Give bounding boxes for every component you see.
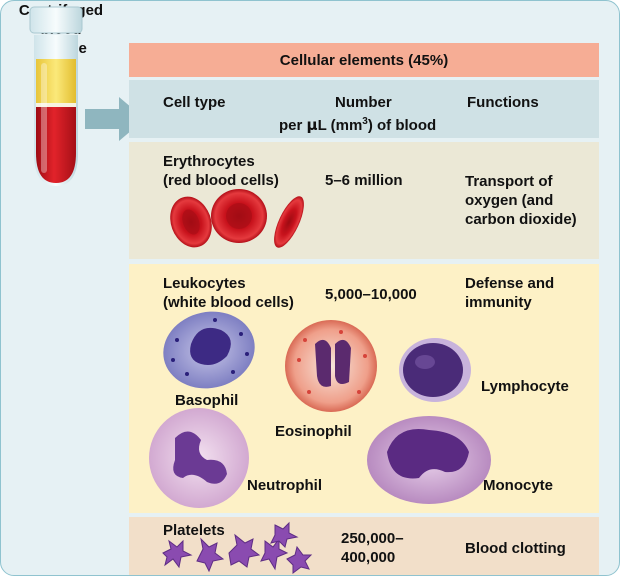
- basophil-label: Basophil: [175, 392, 239, 409]
- leukocytes-function-line: Defense and: [465, 275, 555, 292]
- leukocytes-function-line: immunity: [465, 294, 532, 311]
- leukocytes-number: 5,000–10,000: [325, 286, 417, 303]
- platelets-number-line: 400,000: [341, 549, 396, 566]
- red-blood-cells-illustration: [170, 189, 304, 248]
- platelet-icon: [196, 537, 225, 573]
- superscript-three: 3: [362, 116, 368, 127]
- column-header-row: Cell type Number per μL (mm3) of blood F…: [129, 80, 599, 138]
- column-number-text: L (mm: [317, 117, 363, 134]
- erythrocytes-row: Erythrocytes (red blood cells) 5–6 milli…: [129, 142, 599, 259]
- plasma-layer: [36, 59, 76, 105]
- leukocytes-row: Leukocytes (white blood cells) 5,000–10,…: [129, 264, 599, 513]
- column-cell-type: Cell type: [163, 94, 226, 111]
- erythrocytes-function-line: oxygen (and: [465, 192, 554, 209]
- leukocytes-subname: (white blood cells): [163, 294, 294, 311]
- neutrophil-cell-icon: [149, 408, 249, 508]
- table-title: Cellular elements (45%): [129, 43, 599, 77]
- erythrocytes-name: Erythrocytes: [163, 153, 255, 170]
- lymphocyte-cell-icon: [399, 338, 471, 402]
- red-blood-cell-center: [182, 209, 200, 235]
- platelet-icon: [162, 539, 193, 569]
- basophil-cell-icon: [163, 311, 255, 389]
- neutrophil-label: Neutrophil: [247, 477, 322, 494]
- red-blood-cell-center: [226, 203, 252, 229]
- platelets-name: Platelets: [163, 522, 225, 539]
- monocyte-cell-icon: [367, 416, 491, 504]
- erythrocytes-function-line: Transport of: [465, 173, 553, 190]
- column-functions: Functions: [467, 94, 539, 111]
- platelets-function: Blood clotting: [465, 540, 566, 557]
- test-tube-illustration: [29, 6, 83, 186]
- monocyte-label: Monocyte: [483, 477, 554, 494]
- platelets-illustration: [162, 521, 313, 574]
- column-number-line2: per μL (mm3) of blood: [279, 112, 436, 135]
- platelets-number-line: 250,000–: [341, 530, 404, 547]
- white-blood-cells-illustration: [149, 311, 491, 508]
- column-number-text: ) of blood: [367, 117, 437, 134]
- platelet-icon: [286, 545, 313, 574]
- platelet-icon: [270, 521, 299, 548]
- column-number-line1: Number: [335, 94, 392, 111]
- erythrocytes-subname: (red blood cells): [163, 172, 279, 189]
- tube-highlight: [41, 63, 47, 173]
- red-blood-cell-icon: [274, 196, 304, 248]
- tube-cap: [29, 6, 83, 34]
- column-number-text: per: [279, 117, 307, 134]
- leukocytes-name: Leukocytes: [163, 275, 246, 292]
- platelets-row: Platelets 250,000– 400,000 Blood clottin…: [129, 517, 599, 575]
- erythrocytes-number: 5–6 million: [325, 172, 403, 189]
- mu-symbol: μ: [306, 116, 318, 134]
- buffy-coat-layer: [36, 103, 76, 107]
- platelet-icon: [228, 533, 261, 568]
- lymphocyte-label: Lymphocyte: [481, 378, 569, 395]
- erythrocytes-function-line: carbon dioxide): [465, 211, 577, 228]
- eosinophil-label: Eosinophil: [275, 423, 352, 440]
- eosinophil-cell-icon: [285, 320, 377, 412]
- red-cell-layer: [36, 105, 76, 183]
